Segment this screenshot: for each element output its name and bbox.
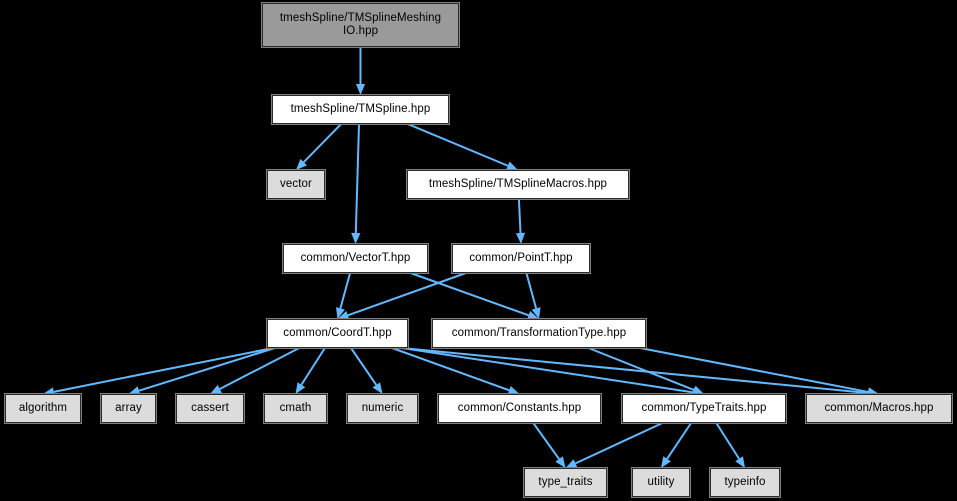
graph-edge-arrowhead	[355, 84, 366, 95]
graph-node-label: common/Constants.hpp	[457, 402, 582, 414]
graph-edge-coordt-to-typetraits	[401, 347, 694, 394]
graph-edge-arrowhead	[128, 386, 141, 396]
graph-edge-pointt-to-coordt	[347, 272, 467, 317]
graph-node-root[interactable]: tmeshSpline/TMSplineMeshing IO.hpp	[261, 2, 460, 48]
graph-edge-arrowhead	[372, 382, 383, 394]
graph-edge-tmspline-to-vector	[302, 123, 342, 163]
graph-node-pointt[interactable]: common/PointT.hpp	[451, 243, 591, 274]
graph-node-constants[interactable]: common/Constants.hpp	[437, 393, 602, 424]
graph-edge-coordt-to-numeric	[350, 347, 378, 386]
graph-edge-arrowhead	[506, 161, 518, 171]
graph-node-label: common/TransformationType.hpp	[451, 327, 627, 339]
graph-edge-arrowhead	[531, 307, 541, 319]
graph-node-type_traits[interactable]: type_traits	[523, 467, 608, 498]
graph-edge-arrowhead	[295, 382, 306, 394]
graph-node-typetraits[interactable]: common/TypeTraits.hpp	[621, 393, 787, 424]
graph-node-label: common/VectorT.hpp	[300, 252, 411, 264]
graph-edge-arrowhead	[735, 456, 745, 468]
graph-edge-typetraits-to-type_traits	[575, 422, 663, 465]
graph-node-vectort[interactable]: common/VectorT.hpp	[282, 243, 429, 274]
graph-edge-arrowhead	[296, 158, 307, 170]
graph-edge-arrowhead	[337, 310, 350, 320]
graph-edge-tmspline-to-tmsplinemacros	[407, 123, 509, 167]
graph-node-label: algorithm	[18, 402, 68, 414]
graph-edge-coordt-to-constants	[391, 347, 510, 392]
graph-node-macros[interactable]: common/Macros.hpp	[805, 393, 953, 424]
graph-node-coordt[interactable]: common/CoordT.hpp	[266, 318, 409, 349]
graph-edge-arrowhead	[527, 310, 539, 320]
graph-node-typeinfo[interactable]: typeinfo	[709, 467, 781, 498]
graph-node-label: vector	[280, 178, 312, 190]
graph-node-numeric[interactable]: numeric	[346, 393, 419, 424]
graph-edge-vectort-to-coordt	[339, 272, 352, 309]
graph-edge-arrowhead	[210, 384, 222, 394]
graph-node-label: common/Macros.hpp	[824, 402, 934, 414]
graph-node-array[interactable]: array	[100, 393, 157, 424]
graph-edge-arrowhead	[351, 232, 361, 244]
graph-edge-constants-to-type_traits	[532, 422, 560, 460]
graph-edge-pointt-to-transformationtype	[525, 272, 538, 309]
graph-node-label: common/CoordT.hpp	[283, 327, 392, 339]
graph-node-label: utility	[647, 476, 675, 488]
graph-edge-coordt-to-macros	[401, 347, 869, 394]
graph-node-label: type_traits	[538, 476, 593, 488]
graph-node-utility[interactable]: utility	[631, 467, 691, 498]
graph-node-cassert[interactable]: cassert	[175, 393, 245, 424]
graph-node-label: tmeshSpline/TMSpline.hpp	[290, 103, 431, 115]
graph-node-label: numeric	[361, 402, 404, 414]
graph-edge-typetraits-to-typeinfo	[715, 422, 740, 460]
graph-node-label: common/TypeTraits.hpp	[641, 402, 767, 414]
graph-edge-coordt-to-array	[138, 347, 276, 392]
graph-node-label: common/PointT.hpp	[469, 252, 573, 264]
graph-node-tmsplinemacros[interactable]: tmeshSpline/TMSplineMacros.hpp	[406, 169, 630, 200]
graph-edge-arrowhead	[555, 456, 566, 468]
graph-node-tmspline[interactable]: tmeshSpline/TMSpline.hpp	[271, 94, 450, 125]
graph-node-label: typeinfo	[724, 476, 766, 488]
graph-node-transformationtype[interactable]: common/TransformationType.hpp	[431, 318, 647, 349]
graph-edge-coordt-to-cassert	[219, 347, 300, 390]
graph-edge-arrowhead	[661, 456, 671, 468]
graph-edge-typetraits-to-utility	[666, 422, 692, 460]
graph-edge-arrowhead	[515, 232, 526, 244]
graph-edge-transformationtype-to-macros	[639, 347, 869, 393]
graph-node-vector[interactable]: vector	[266, 169, 326, 200]
graph-node-label: cmath	[279, 402, 312, 414]
graph-edge-coordt-to-cmath	[300, 347, 326, 386]
graph-edge-tmspline-to-vectort	[354, 123, 360, 234]
graph-edge-arrowhead	[565, 459, 578, 468]
graph-edge-coordt-to-algorithm	[53, 347, 274, 393]
graph-edge-vectort-to-transformationtype	[410, 272, 529, 317]
graph-node-label: array	[115, 402, 142, 414]
graph-edge-transformationtype-to-typetraits	[588, 347, 695, 391]
graph-node-cmath[interactable]: cmath	[263, 393, 328, 424]
graph-edge-arrowhead	[507, 385, 520, 395]
graph-edge-arrowhead	[335, 307, 345, 319]
graph-node-algorithm[interactable]: algorithm	[4, 393, 82, 424]
graph-edge-arrowhead	[692, 385, 704, 395]
graph-node-label: tmeshSpline/TMSplineMeshing IO.hpp	[279, 12, 442, 37]
graph-node-label: cassert	[191, 402, 229, 414]
graph-node-label: tmeshSpline/TMSplineMacros.hpp	[428, 178, 608, 190]
graph-edge-tmsplinemacros-to-pointt	[517, 198, 522, 234]
